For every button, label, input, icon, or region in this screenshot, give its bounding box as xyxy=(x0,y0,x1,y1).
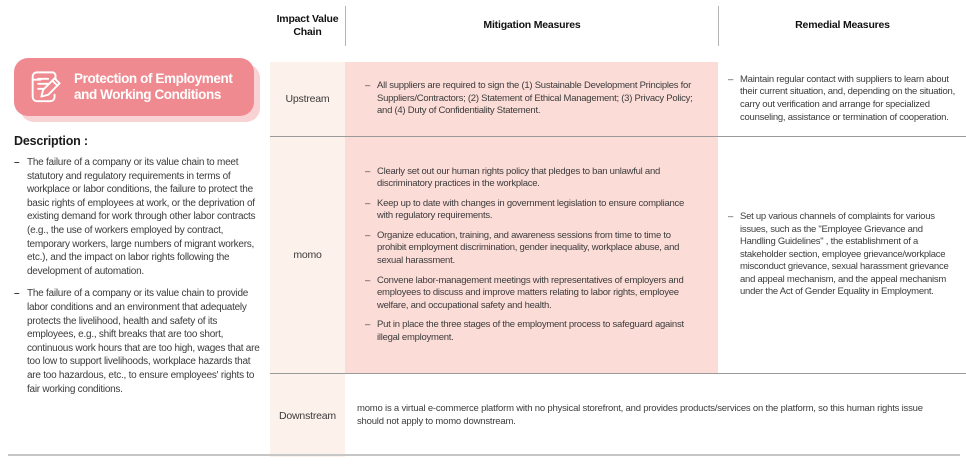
remedial-list: Set up various channels of complaints fo… xyxy=(728,211,958,299)
topic-title: Protection of Employment and Working Con… xyxy=(74,71,233,102)
remedial-item: Set up various channels of complaints fo… xyxy=(728,211,958,299)
mitigation-item: Organize education, training, and awaren… xyxy=(365,230,700,268)
description-bullet: The failure of a company or its value ch… xyxy=(14,156,264,278)
header-remedial-measures: Remedial Measures xyxy=(718,6,966,46)
header-mitigation-measures: Mitigation Measures xyxy=(345,6,718,46)
row-label: Upstream xyxy=(270,62,345,136)
mitigation-item: Put in place the three stages of the emp… xyxy=(365,319,700,344)
mitigation-list: Clearly set out our human rights policy … xyxy=(365,166,700,344)
table-row-momo: momo Clearly set out our human rights po… xyxy=(270,137,966,374)
mitigation-cell: All suppliers are required to sign the (… xyxy=(345,62,718,136)
document-pencil-icon xyxy=(24,66,66,108)
topic-badge: Protection of Employment and Working Con… xyxy=(14,58,254,116)
table-row-upstream: Upstream All suppliers are required to s… xyxy=(270,62,966,137)
table-row-downstream: Downstream momo is a virtual e-commerce … xyxy=(270,374,966,457)
remedial-item: Maintain regular contact with suppliers … xyxy=(728,74,958,124)
mitigation-cell: Clearly set out our human rights policy … xyxy=(345,137,718,373)
description-bullet: The failure of a company or its value ch… xyxy=(14,287,264,396)
description-list: The failure of a company or its value ch… xyxy=(14,156,264,396)
remedial-cell: Set up various channels of complaints fo… xyxy=(718,137,966,373)
table-header-row: Impact Value Chain Mitigation Measures R… xyxy=(270,6,966,46)
mitigation-item: All suppliers are required to sign the (… xyxy=(365,80,700,118)
row-label: momo xyxy=(270,137,345,373)
table-body: Upstream All suppliers are required to s… xyxy=(270,62,966,457)
row-label: Downstream xyxy=(270,374,345,457)
value-chain-table: Impact Value Chain Mitigation Measures R… xyxy=(270,0,966,457)
downstream-note: momo is a virtual e-commerce platform wi… xyxy=(345,374,966,457)
bottom-divider xyxy=(8,454,960,456)
remedial-cell: Maintain regular contact with suppliers … xyxy=(718,62,966,136)
mitigation-list: All suppliers are required to sign the (… xyxy=(365,80,700,118)
mitigation-item: Convene labor-management meetings with r… xyxy=(365,275,700,313)
mitigation-item: Clearly set out our human rights policy … xyxy=(365,166,700,191)
topic-panel: Protection of Employment and Working Con… xyxy=(14,58,264,405)
mitigation-item: Keep up to date with changes in governme… xyxy=(365,198,700,223)
header-impact-value-chain: Impact Value Chain xyxy=(276,12,339,38)
remedial-list: Maintain regular contact with suppliers … xyxy=(728,74,958,124)
description-heading: Description : xyxy=(14,134,88,148)
